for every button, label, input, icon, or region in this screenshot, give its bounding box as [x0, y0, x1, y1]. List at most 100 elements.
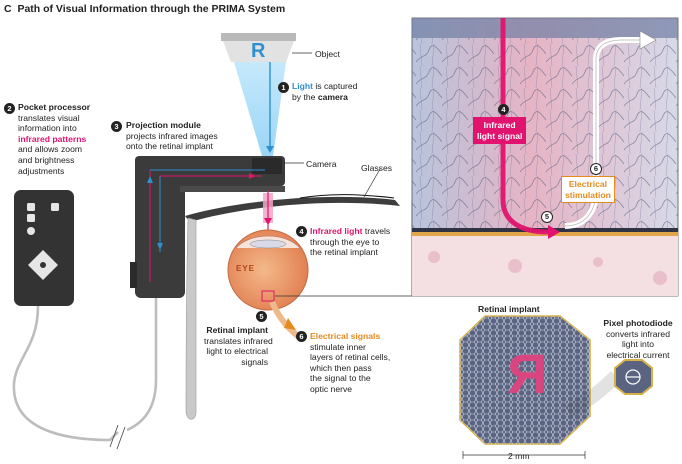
zoom-step-4-badge: 4	[498, 104, 509, 115]
object-plate-top	[221, 33, 296, 41]
glasses-temple	[185, 217, 197, 420]
implant-chip	[459, 315, 653, 459]
nerve-signal-arrow	[284, 318, 296, 330]
photodiode-callout-cone	[564, 371, 621, 419]
retina-top-layer	[412, 18, 678, 38]
step-2-line3: and allows zoom	[18, 144, 83, 155]
glasses-label: Glasses	[361, 163, 393, 173]
step-1-highlight: Light	[292, 81, 313, 91]
step-1-line2a: by the	[292, 91, 318, 102]
pocket-processor	[12, 190, 158, 450]
eye-globe	[227, 229, 309, 311]
projection-module	[130, 156, 285, 298]
processor-button-minus	[27, 214, 35, 222]
glasses-leader	[363, 168, 381, 198]
zoom-implant-label: Retinal implant	[478, 304, 540, 314]
eyeball	[227, 229, 309, 341]
pixel-line2: light into	[621, 339, 654, 350]
step-6-highlight: Electrical signals	[310, 331, 381, 341]
zoom-electrical-label: Electrical stimulation	[561, 176, 615, 204]
retina-cell-layers	[412, 38, 678, 228]
step-6-line5: optic nerve	[310, 383, 353, 394]
figure-title: C Path of Visual Information through the…	[4, 3, 285, 15]
step-2-highlight: infrared patterns	[18, 133, 87, 144]
step-4-line2: through the eye to	[310, 236, 380, 247]
object-plate	[221, 33, 296, 62]
zoom-electrical-line1: Electrical	[568, 179, 608, 189]
step-4-text: Infrared light travels through the eye t…	[310, 226, 390, 258]
step-6-line3: which then pass	[310, 362, 372, 373]
panel-letter: C	[4, 3, 12, 15]
zoom-ir-arrowhead	[548, 225, 560, 239]
step-2-text: Pocket processor translates visual infor…	[18, 102, 90, 176]
object-glyph: R	[251, 40, 266, 62]
step-6-line2: layers of retinal cells,	[310, 352, 391, 363]
zoom-ir-arrow	[500, 18, 549, 235]
step-2-badge: 2	[4, 103, 15, 114]
step-1-text: Light is captured by the camera	[292, 81, 357, 102]
step-4-highlight: Infrared light	[310, 226, 363, 236]
step-1-line2b: camera	[317, 91, 348, 102]
choroid-cell-2	[508, 259, 522, 273]
processor-button-mode	[51, 203, 59, 211]
zoom-step-6-badge: 6	[590, 163, 602, 175]
processor-cable-left	[12, 305, 119, 442]
step-3-line2: onto the retinal implant	[126, 141, 213, 152]
processor-button-power	[27, 227, 35, 235]
module-arm	[135, 156, 285, 186]
step-6-line4: the signal to the	[310, 373, 371, 384]
chip-hex-array	[460, 316, 590, 444]
zoom-ir-line2: light signal	[477, 130, 523, 141]
step-5-line1: translates infrared	[204, 335, 273, 346]
cable-break-2	[116, 426, 126, 450]
step-3-line1: projects infrared images	[126, 130, 218, 141]
glasses-lens-edge	[299, 194, 395, 199]
choroid-cell-3	[593, 257, 603, 267]
step-2-line1: translates visual	[18, 112, 80, 123]
step-5-title: Retinal implant	[206, 325, 268, 335]
glasses-frame	[185, 196, 400, 222]
zoom-electrical-arrow-outline	[564, 39, 642, 227]
retina-zoom-panel	[411, 17, 679, 297]
pixel-line3: electrical current	[606, 349, 670, 360]
processor-button-plus	[27, 203, 35, 211]
pixel-photodiode-text: Pixel photodiode converts infrared light…	[598, 318, 678, 360]
choroid-cell-4	[653, 271, 667, 285]
step-5-text: Retinal implant translates infrared ligh…	[204, 325, 273, 367]
step-2-line5: adjustments	[18, 165, 65, 176]
zoom-step-5-badge: 5	[541, 211, 553, 223]
step-3-badge: 3	[111, 121, 122, 132]
step-4-badge: 4	[296, 226, 307, 237]
step-2-line4: and brightness	[18, 154, 75, 165]
implant-spot	[261, 290, 275, 302]
pixel-line1: converts infrared	[605, 328, 670, 339]
module-arrowhead-2	[157, 243, 163, 250]
step-6-line1: stimulate inner	[310, 341, 366, 352]
module-arrowhead-3	[249, 173, 256, 179]
choroid-layer	[412, 236, 678, 296]
step-4-line3: the retinal implant	[310, 247, 378, 258]
processor-cable-right	[126, 298, 158, 432]
light-beam	[234, 62, 286, 156]
eye-label: EYE	[236, 264, 256, 273]
ir-arrowhead	[264, 218, 272, 225]
scale-label: 2 mm	[508, 451, 530, 461]
zoom-ir-label: Infrared light signal	[473, 117, 527, 145]
step-5-line2: light to electrical	[206, 346, 268, 357]
step-5-line3: signals	[241, 356, 268, 367]
step-6-badge: 6	[296, 331, 307, 342]
light-ray-arrowhead	[266, 146, 274, 153]
step-1-badge: 1	[278, 82, 289, 93]
processor-body	[14, 190, 74, 306]
step-2-line2: information into	[18, 123, 77, 134]
module-arrowhead-1	[147, 176, 153, 183]
module-side-tab	[130, 262, 137, 288]
processor-dpad-center	[40, 262, 46, 268]
step-1-rest: is captured	[313, 81, 358, 91]
step-3-text: Projection module projects infrared imag…	[126, 120, 218, 152]
object-label: Object	[315, 49, 340, 59]
camera-block	[252, 158, 282, 174]
step-6-text: Electrical signals stimulate inner layer…	[310, 331, 390, 395]
